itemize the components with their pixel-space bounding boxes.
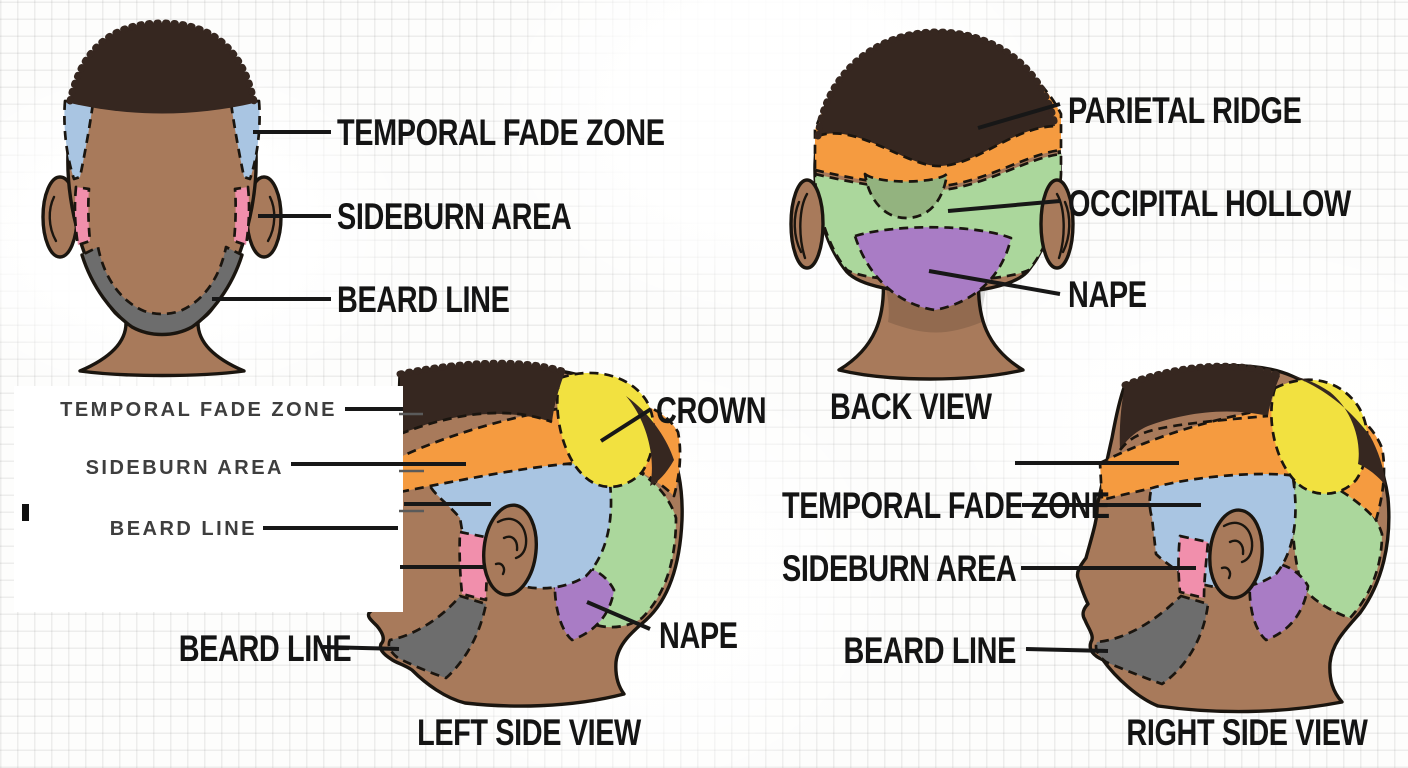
- label-left-beard-bold: BEARD LINE: [178, 628, 352, 669]
- stray-mark: [22, 504, 29, 521]
- label-panel: [14, 386, 403, 612]
- right-side-view-illustration: [1075, 362, 1391, 714]
- label-back-occipital: OCCIPITAL HOLLOW: [1068, 183, 1351, 224]
- front-view-illustration: [41, 19, 283, 378]
- label-back-parietal: PARIETAL RIDGE: [1068, 90, 1302, 131]
- label-front-beard: BEARD LINE: [337, 279, 510, 320]
- front-temporal-zone-right: [229, 99, 261, 181]
- caption-right-side-view: RIGHT SIDE VIEW: [1126, 712, 1368, 753]
- right-beard-zone: [1094, 594, 1210, 686]
- caption-back-view: BACK VIEW: [830, 386, 992, 427]
- label-right-sideburn: SIDEBURN AREA: [782, 548, 1017, 589]
- label-right-temporal: TEMPORAL FADE ZONE: [782, 485, 1110, 526]
- back-nape-zone: [853, 225, 1013, 312]
- label-left-nape: NAPE: [659, 615, 738, 656]
- left-side-view-illustration: [366, 359, 684, 708]
- label-front-temporal: TEMPORAL FADE ZONE: [337, 112, 665, 153]
- right-crown-zone: [1270, 378, 1369, 496]
- label-front-sideburn: SIDEBURN AREA: [337, 196, 572, 237]
- label-left-crown: CROWN: [656, 390, 767, 431]
- front-temporal-zone-left: [63, 99, 95, 181]
- front-sideburn-left: [73, 185, 92, 247]
- label-left-temporal-small: TEMPORAL FADE ZONE: [60, 399, 337, 421]
- left-beard-zone: [387, 594, 488, 680]
- back-view-illustration: [789, 28, 1075, 381]
- right-sideburn-zone: [1177, 534, 1210, 600]
- back-occipital-hollow: [863, 172, 949, 220]
- label-back-nape: NAPE: [1068, 274, 1147, 315]
- label-right-beard: BEARD LINE: [843, 630, 1017, 671]
- front-sideburn-right: [232, 185, 251, 247]
- right-back-green-zone: [1291, 470, 1384, 620]
- label-left-beard-small: BEARD LINE: [109, 518, 257, 540]
- front-beard-zone: [80, 245, 244, 336]
- label-left-sideburn-small: SIDEBURN AREA: [85, 457, 284, 479]
- caption-left-side-view: LEFT SIDE VIEW: [417, 712, 641, 753]
